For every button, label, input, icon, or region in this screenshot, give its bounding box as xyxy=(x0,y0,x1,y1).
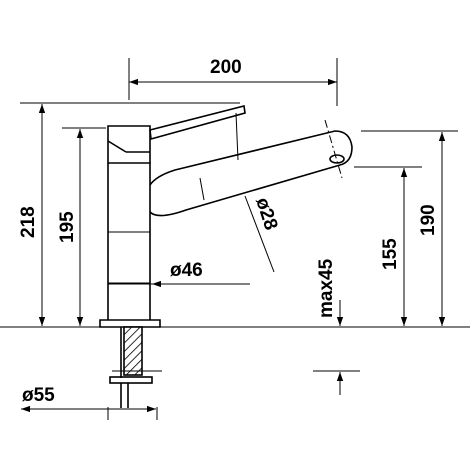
threaded-shank xyxy=(123,326,143,376)
dimension-218: 218 xyxy=(18,206,39,238)
mounting-nut xyxy=(109,376,153,384)
dimension-body-diameter: ø46 xyxy=(170,260,203,281)
spout xyxy=(149,130,353,217)
dimension-lines xyxy=(21,78,446,413)
dimension-190: 190 xyxy=(418,204,439,236)
dimension-200: 200 xyxy=(210,57,242,78)
dimension-max45: max45 xyxy=(316,258,337,318)
aerator xyxy=(329,154,345,164)
lever-handle xyxy=(149,105,246,141)
dimension-155: 155 xyxy=(380,238,401,270)
base-flange xyxy=(99,319,161,328)
faucet-body xyxy=(107,163,151,320)
faucet-outline xyxy=(99,105,353,408)
spout-centerline xyxy=(324,119,343,179)
dimension-base-diameter: ø55 xyxy=(22,385,55,406)
dimension-195: 195 xyxy=(57,211,78,243)
dimension-spout-diameter: ø28 xyxy=(251,195,281,233)
